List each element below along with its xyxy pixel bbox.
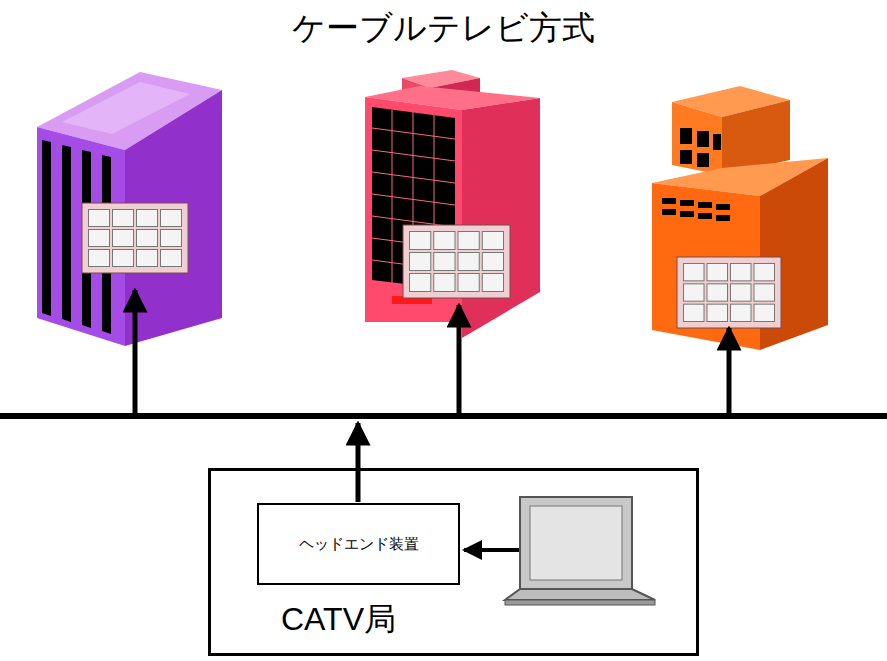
window-panel [684, 284, 705, 301]
window-panel [707, 264, 728, 281]
headend-box: ヘッドエンド装置 [257, 503, 460, 585]
orange-building [716, 204, 730, 210]
window-panel [707, 284, 728, 301]
purple-building [125, 90, 222, 346]
window-panel [410, 253, 431, 271]
orange-building [698, 202, 712, 208]
purple-building [62, 145, 71, 322]
orange-building [697, 131, 709, 147]
window-panel [684, 264, 705, 281]
drop-arrow [356, 423, 361, 502]
purple-building [42, 140, 51, 316]
window-panel [754, 284, 775, 301]
orange-building [680, 128, 692, 144]
orange-building [716, 215, 730, 221]
orange-building [680, 211, 694, 217]
window-panel [731, 284, 752, 301]
window-panel [434, 253, 455, 271]
red-building [372, 107, 455, 290]
red-building [372, 128, 455, 139]
purple-building [37, 72, 222, 346]
red-building [365, 70, 540, 338]
red-building [372, 194, 455, 205]
window-panel [482, 253, 503, 271]
drop-arrow [133, 290, 138, 413]
window-panel [113, 230, 134, 247]
drop-arrow [464, 548, 525, 552]
orange-building [662, 209, 676, 215]
laptop [520, 497, 632, 589]
laptop [530, 506, 622, 580]
red-building [372, 110, 455, 288]
laptop [505, 600, 655, 605]
laptop [505, 589, 655, 600]
drop-arrow [135, 290, 729, 550]
red-building [372, 150, 455, 161]
window-panel [458, 274, 479, 292]
window-panel [754, 304, 775, 321]
window-panel [731, 304, 752, 321]
window-panel [113, 250, 134, 267]
orange-building [680, 150, 692, 164]
window-panel [434, 274, 455, 292]
window-panel [458, 253, 479, 271]
window-panel [458, 232, 479, 250]
window-panel [410, 232, 431, 250]
orange-building [713, 134, 721, 150]
window-panel [161, 230, 182, 247]
node-label: CATV局 [281, 598, 396, 642]
window-panel [137, 230, 158, 247]
window-panel [410, 274, 431, 292]
drop-arrow [727, 328, 732, 413]
window-panel [137, 250, 158, 267]
orange-building [672, 102, 722, 175]
window-panel [434, 232, 455, 250]
orange-building [698, 213, 712, 219]
window-panel [82, 203, 781, 328]
window-panel [89, 210, 110, 227]
orange-building [662, 198, 676, 204]
red-building [372, 172, 455, 183]
window-panel [731, 264, 752, 281]
station-box: CATV局 ヘッドエンド装置 [208, 468, 699, 656]
window-panel [403, 225, 510, 298]
orange-building [697, 153, 709, 167]
red-building [365, 97, 462, 305]
cable-bus [0, 416, 887, 417]
window-panel [82, 203, 188, 273]
window-panel [677, 257, 781, 328]
window-panel [89, 230, 110, 247]
cable-bus [0, 413, 887, 419]
window-panel [754, 264, 775, 281]
window-panel [89, 250, 110, 267]
laptop [505, 497, 655, 605]
window-panel [707, 304, 728, 321]
window-panel [684, 304, 705, 321]
orange-building [680, 200, 694, 206]
window-panel [482, 274, 503, 292]
window-panel [161, 210, 182, 227]
diagram-title: ケーブルテレビ方式 [0, 6, 887, 51]
window-panel [137, 210, 158, 227]
drop-arrow [457, 305, 462, 413]
window-panel [161, 250, 182, 267]
node-label: ヘッドエンド装置 [299, 535, 419, 554]
orange-building [652, 86, 828, 350]
window-panel [113, 210, 134, 227]
red-building [462, 98, 540, 338]
window-panel [482, 232, 503, 250]
